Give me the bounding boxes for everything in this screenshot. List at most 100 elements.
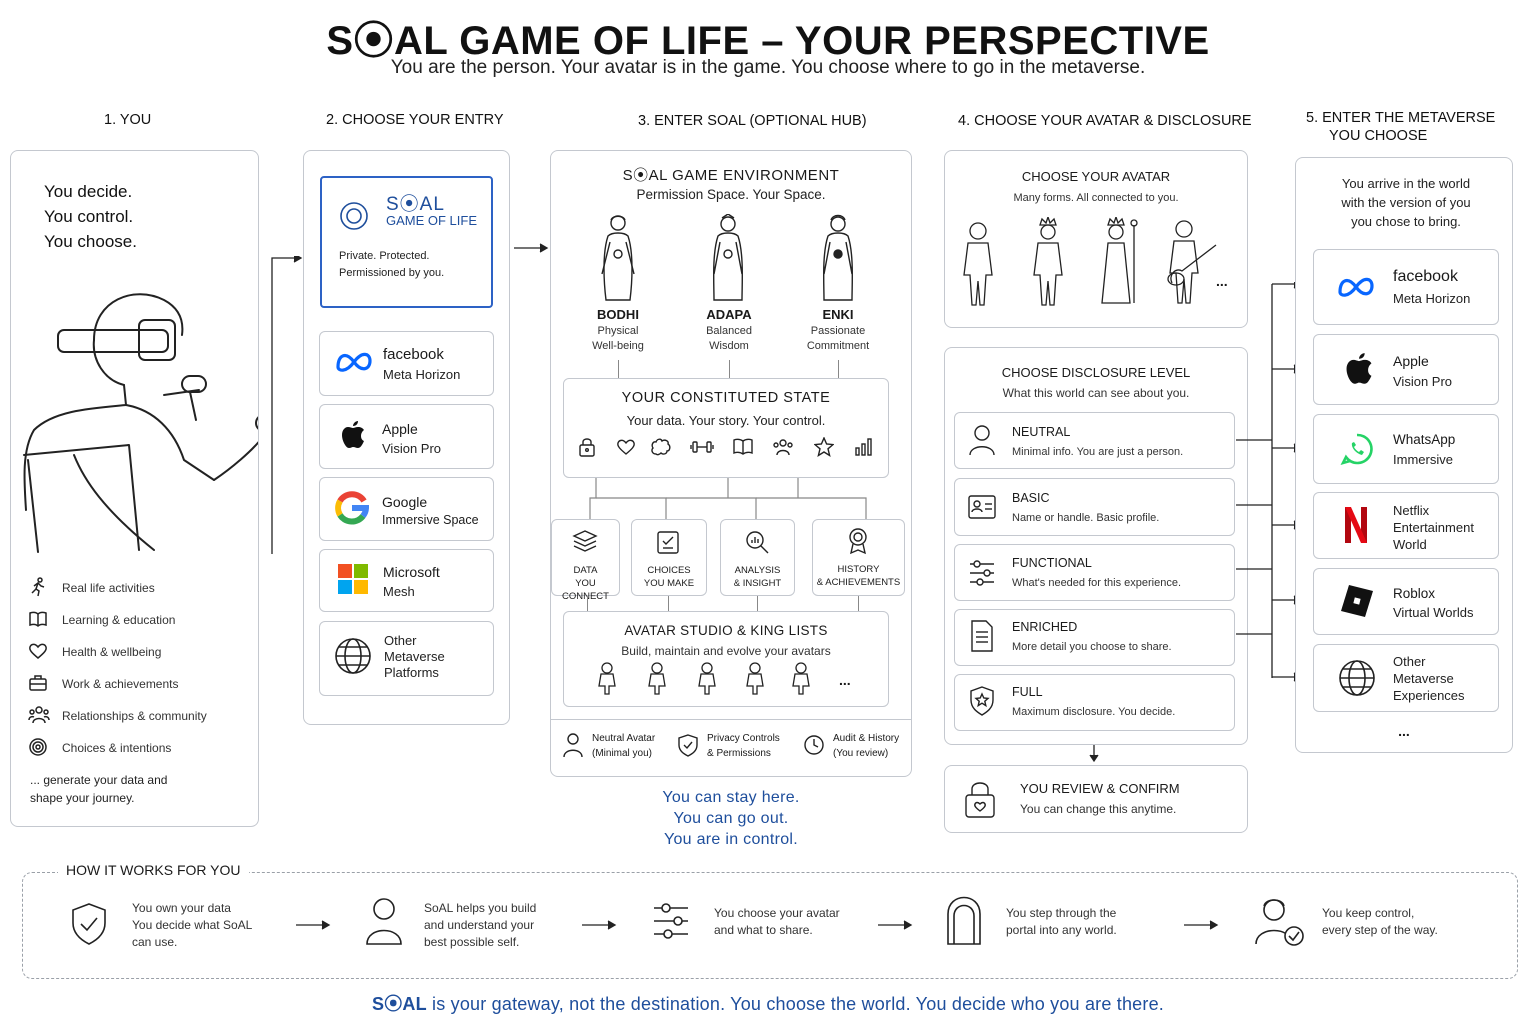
step-3-heading: 3. ENTER SOAL (OPTIONAL HUB) xyxy=(638,113,867,129)
shield-star-icon xyxy=(968,685,996,717)
meta-logo-icon xyxy=(334,349,374,375)
hub-footer-line2: (You review) xyxy=(833,748,889,759)
avatar-icon xyxy=(595,662,619,696)
whatsapp-logo-icon xyxy=(1340,432,1374,466)
arrow-connector xyxy=(1184,918,1220,936)
database-stack-icon xyxy=(572,529,598,555)
hub-env-title: S⦿AL GAME ENVIRONMENT xyxy=(622,167,840,184)
platform-card-facebook[interactable] xyxy=(319,331,494,396)
disclosure-level-name: ENRICHED xyxy=(1012,620,1078,634)
dumbbell-icon xyxy=(690,439,714,455)
briefcase-icon xyxy=(28,673,48,693)
roblox-logo-icon xyxy=(1341,585,1373,617)
studio-title: AVATAR STUDIO & KING LISTS xyxy=(624,623,828,638)
king-avatar-icon[interactable] xyxy=(1030,217,1066,307)
figure-adapa: ADAPA Balanced Wisdom xyxy=(689,307,769,353)
platform-sub2: Platforms xyxy=(384,665,439,680)
module-label-line2: & INSIGHT xyxy=(733,578,782,589)
soal-entry-desc: Private. Protected. Permissioned by you. xyxy=(339,249,444,280)
disclosure-level-full[interactable] xyxy=(954,674,1235,731)
netflix-logo-icon xyxy=(1345,507,1367,543)
footer-tagline: S⦿AL is your gateway, not the destinatio… xyxy=(0,990,1536,1016)
hub-control-statement: You can stay here. You can go out. You a… xyxy=(550,787,912,850)
how-step-line: You keep control, xyxy=(1322,906,1415,920)
people-icon xyxy=(772,437,794,457)
disclosure-title: CHOOSE DISCLOSURE LEVEL xyxy=(1001,365,1191,380)
activity-item: Real life activities xyxy=(62,581,155,595)
how-step-line: You own your data xyxy=(132,901,231,915)
module-label-line1: HISTORY xyxy=(837,564,880,575)
world-sub: Vision Pro xyxy=(1393,374,1453,389)
platform-sub: Meta Horizon xyxy=(383,367,461,382)
you-footer-line2: shape your journey. xyxy=(30,791,135,805)
choose-avatar-sub: Many forms. All connected to you. xyxy=(1013,192,1179,204)
world-sub: Meta Horizon xyxy=(1393,291,1471,306)
figure-trait1: Passionate xyxy=(810,325,866,337)
platform-name: Microsoft xyxy=(383,564,440,580)
google-logo-icon xyxy=(335,491,369,525)
world-card-apple[interactable] xyxy=(1313,334,1499,405)
disclosure-level-desc: Minimal info. You are just a person. xyxy=(1012,446,1184,458)
disclosure-level-enriched[interactable] xyxy=(954,609,1235,666)
figure-enki: ENKI Passionate Commitment xyxy=(793,307,883,353)
world-sub: Virtual Worlds xyxy=(1393,605,1474,620)
person-icon xyxy=(968,424,996,456)
plain-avatar-icon[interactable] xyxy=(960,219,996,307)
arrow-connector xyxy=(878,918,914,936)
world-card-facebook[interactable] xyxy=(1313,249,1499,325)
soal-entry-card[interactable] xyxy=(320,176,493,308)
figure-trait1: Balanced xyxy=(706,325,752,337)
sliders-icon xyxy=(968,559,996,587)
disclosure-sub: What this world can see about you. xyxy=(1002,386,1190,400)
id-card-icon xyxy=(968,495,996,519)
apple-logo-icon xyxy=(340,420,366,450)
disclosure-level-functional[interactable] xyxy=(954,544,1235,601)
bodhi-figure-icon xyxy=(598,214,638,304)
queen-avatar-icon[interactable] xyxy=(1096,217,1142,307)
module-label-line1: CHOICES xyxy=(647,565,691,576)
heart-icon xyxy=(28,641,48,661)
book-icon xyxy=(28,609,48,629)
step-1-heading: 1. YOU xyxy=(104,112,152,128)
soal-entry-sub: GAME OF LIFE xyxy=(386,213,478,228)
shield-check-icon xyxy=(677,733,699,757)
module-label-line2: & ACHIEVEMENTS xyxy=(816,577,901,588)
guitarist-avatar-icon[interactable] xyxy=(1166,217,1222,307)
studio-sub: Build, maintain and evolve your avatars xyxy=(621,644,831,658)
soal-entry-desc1: Private. Protected. xyxy=(339,250,430,262)
hub-footer-line1: Neutral Avatar xyxy=(592,733,656,744)
how-step-line: and understand your xyxy=(424,918,535,932)
disclosure-level-name: FUNCTIONAL xyxy=(1012,556,1092,570)
world-card-netflix[interactable] xyxy=(1313,492,1499,559)
figure-name: ADAPA xyxy=(706,307,752,322)
you-choose: You choose. xyxy=(44,232,137,251)
how-step-line: SoAL helps you build xyxy=(424,901,537,915)
activity-item: Choices & intentions xyxy=(62,741,172,755)
world-netflix-text: Netflix Entertainment World xyxy=(1393,502,1474,553)
person-icon xyxy=(364,896,404,946)
arrow-connector xyxy=(1088,745,1100,768)
soal-entry-name: S⦿AL xyxy=(386,194,445,215)
apple-logo-icon xyxy=(1344,352,1374,386)
platform-sub: Metaverse xyxy=(384,649,445,664)
platform-card-google[interactable] xyxy=(319,477,494,541)
hub-footer-line1: Audit & History xyxy=(833,733,900,744)
world-name: Other xyxy=(1393,654,1426,669)
module-label-line2: YOU CONNECT xyxy=(562,578,609,602)
page-title: S⦿AL GAME OF LIFE – YOUR PERSPECTIVE xyxy=(326,19,1210,63)
footer-brand: S⦿AL xyxy=(372,994,427,1014)
arrow-connector xyxy=(270,253,304,561)
in-control-line: You are in control. xyxy=(663,831,799,848)
hub-divider xyxy=(550,719,912,720)
disclosure-level-basic[interactable] xyxy=(954,478,1235,536)
world-name: Apple xyxy=(1393,353,1429,369)
neutral-avatar-icon xyxy=(562,732,584,758)
disclosure-level-neutral[interactable] xyxy=(954,412,1235,469)
world-card-whatsapp[interactable] xyxy=(1313,414,1499,484)
activity-item: Health & wellbeing xyxy=(62,645,162,659)
figure-trait2: Well-being xyxy=(592,340,644,352)
world-name: Roblox xyxy=(1393,586,1436,601)
platform-card-other[interactable] xyxy=(319,621,494,696)
platform-sub: Immersive Space xyxy=(382,513,479,527)
hub-footer-audit: Audit & History (You review) xyxy=(833,731,899,761)
